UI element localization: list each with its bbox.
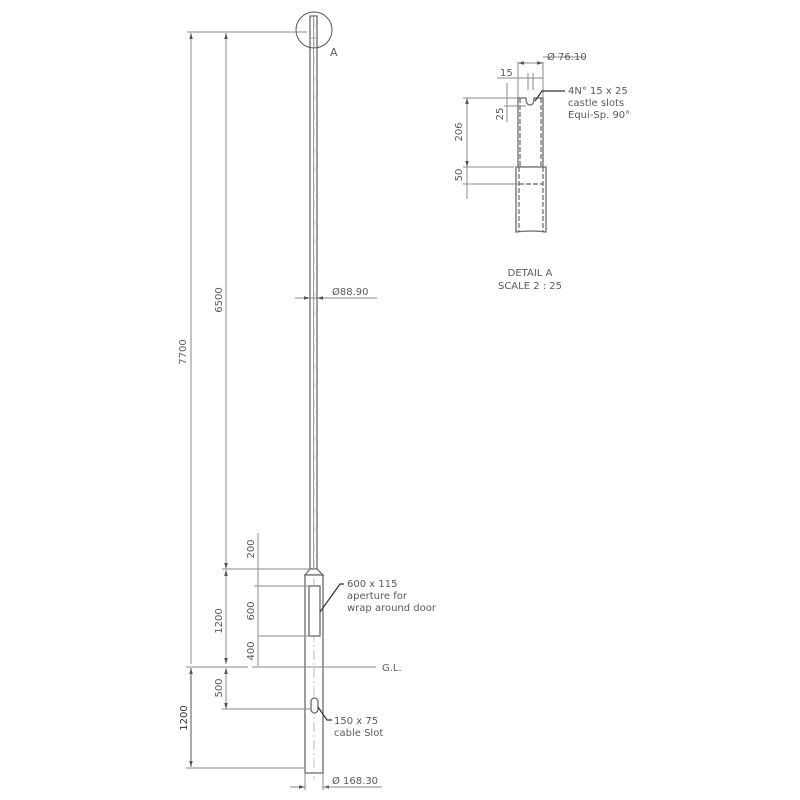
detail-a-label: A <box>330 46 338 59</box>
dim-overall-height: 7700 <box>178 339 189 364</box>
door-note-line-2: aperture for <box>347 591 408 602</box>
detail-a-view: Ø 76.10 15 25 206 50 4N° 15 x 25 castle … <box>454 51 630 292</box>
dim-door-height: 600 <box>246 601 257 620</box>
door-note-line-3: wrap around door <box>347 603 437 614</box>
dim-upper-shaft: 6500 <box>214 287 225 312</box>
door-leader <box>319 583 344 613</box>
detail-spigot <box>517 97 544 168</box>
detail-a-marker-circle[interactable] <box>295 11 333 49</box>
slot-note-line-2: cable Slot <box>334 728 383 739</box>
slot-leader <box>317 706 332 721</box>
detail-dim-spigot: 206 <box>454 122 465 141</box>
dim-upper-diameter: Ø88.90 <box>332 286 369 298</box>
dim-embedment-depth: 1200 <box>179 705 190 730</box>
slot-note-line-1: 150 x 75 <box>334 716 378 727</box>
detail-slot-note-line-3: Equi-Sp. 90° <box>568 110 630 121</box>
dim-slot-depth: 500 <box>214 678 225 697</box>
detail-slot-note-line-2: castle slots <box>568 98 624 109</box>
cable-slot <box>310 697 319 714</box>
detail-title: DETAIL A <box>508 268 553 279</box>
detail-dim-sleeve: 50 <box>454 169 465 182</box>
dim-base-diameter: Ø 168.30 <box>332 775 378 787</box>
detail-dim-slot-depth: 25 <box>495 108 506 121</box>
dim-lower-section: 1200 <box>214 608 225 633</box>
detail-dim-diameter: Ø 76.10 <box>547 51 587 63</box>
main-pole-view: A 7700 6500 Ø88.90 200 600 400 1200 G.L. <box>178 11 437 790</box>
dim-door-to-gl: 400 <box>246 641 257 660</box>
dim-transition-offset: 200 <box>246 539 257 558</box>
detail-dim-slot-width: 15 <box>500 68 513 79</box>
door-aperture <box>308 585 321 637</box>
ground-level-label: G.L. <box>382 663 402 674</box>
detail-scale: SCALE 2 : 25 <box>498 281 562 292</box>
door-note-line-1: 600 x 115 <box>347 579 397 590</box>
detail-slot-leader <box>534 90 565 102</box>
detail-slot-note-line-1: 4N° 15 x 25 <box>568 86 628 97</box>
detail-sleeve <box>515 166 547 233</box>
